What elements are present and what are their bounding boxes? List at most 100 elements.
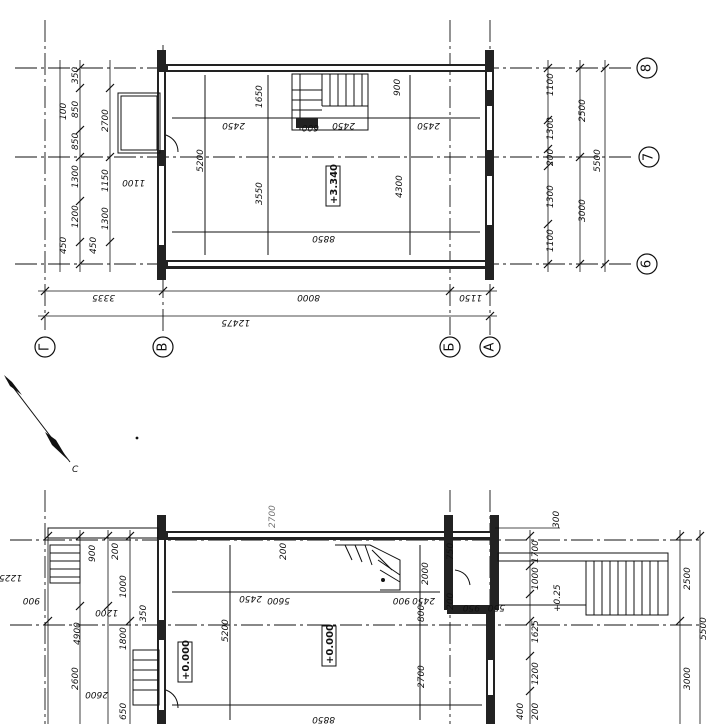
svg-text:750: 750 <box>446 543 456 560</box>
svg-text:1300: 1300 <box>71 165 81 188</box>
svg-text:2700: 2700 <box>268 505 278 528</box>
svg-text:+0.25: +0.25 <box>553 584 563 612</box>
svg-text:650: 650 <box>119 703 129 720</box>
svg-text:6: 6 <box>640 260 655 268</box>
dim-label: 900 <box>393 79 403 96</box>
svg-text:1150: 1150 <box>101 169 111 192</box>
upper-stair <box>291 73 369 131</box>
svg-text:200: 200 <box>279 543 289 560</box>
svg-text:950: 950 <box>463 602 480 612</box>
svg-text:С: С <box>72 465 79 475</box>
dim-label: 3550 <box>255 182 265 205</box>
axis-bubble-g: Г <box>34 336 56 358</box>
svg-text:5500: 5500 <box>699 617 709 640</box>
axis-bubble-b: Б <box>439 336 461 358</box>
svg-text:1800: 1800 <box>119 627 129 650</box>
svg-text:450: 450 <box>59 237 69 254</box>
upper-door-swing <box>165 134 179 153</box>
svg-text:5500: 5500 <box>593 149 603 172</box>
lower-level-mark-side: +0.000 <box>177 640 193 683</box>
lower-right-annex <box>454 552 669 616</box>
axis-bubble-a: А <box>479 336 501 358</box>
upper-left-dims: 350 850 100 850 1300 2700 1150 1200 1300… <box>59 60 145 272</box>
svg-text:200: 200 <box>531 703 541 720</box>
upper-floor-plan: +3.340 1650 2450 2450 2450 900 5200 3550… <box>15 20 660 358</box>
svg-text:900: 900 <box>23 595 40 605</box>
svg-text:1300: 1300 <box>546 117 556 140</box>
svg-text:450: 450 <box>89 237 99 254</box>
axis-bubble-8: 8 <box>636 57 658 79</box>
svg-text:1625: 1625 <box>531 620 541 643</box>
svg-text:200: 200 <box>111 543 121 560</box>
svg-text:900: 900 <box>393 595 410 605</box>
lower-door-swing <box>454 569 471 586</box>
lower-level-mark-main: +0.000 <box>321 624 337 667</box>
dim-label: 1650 <box>255 85 265 108</box>
dim-label: 2450 <box>332 120 355 130</box>
svg-text:+0.000: +0.000 <box>181 640 192 680</box>
svg-text:550: 550 <box>488 602 505 612</box>
upper-bottom-dims: 3335 8000 1150 12475 <box>38 286 497 327</box>
svg-text:8000: 8000 <box>297 292 320 302</box>
svg-text:1000: 1000 <box>119 575 129 598</box>
axis-bubble-7: 7 <box>638 146 660 168</box>
dim-label: 8850 <box>312 233 335 243</box>
svg-text:+0.000: +0.000 <box>325 624 336 664</box>
upper-balcony <box>117 92 161 154</box>
svg-text:1200: 1200 <box>71 205 81 228</box>
upper-right-dims: 1100 1300 200 1300 1100 2500 3000 5500 <box>543 60 610 272</box>
svg-text:5600: 5600 <box>267 595 290 605</box>
svg-text:1100: 1100 <box>122 177 145 187</box>
lower-stair <box>335 544 401 591</box>
svg-text:В: В <box>156 343 171 352</box>
svg-text:8850: 8850 <box>312 714 335 724</box>
svg-text:1100: 1100 <box>546 229 556 252</box>
dim-label: 5200 <box>196 149 206 172</box>
svg-text:1200: 1200 <box>531 662 541 685</box>
svg-text:+3.340: +3.340 <box>329 164 340 204</box>
svg-text:1100: 1100 <box>546 73 556 96</box>
svg-text:1200: 1200 <box>95 607 118 617</box>
lower-floor-plan: +0.000 +0.000 5600 900 2450 2450 2000 95… <box>0 490 709 724</box>
svg-text:2700: 2700 <box>101 109 111 132</box>
svg-text:3335: 3335 <box>92 292 115 302</box>
lower-top-dims: 300 2700 <box>268 505 562 529</box>
svg-text:850: 850 <box>71 101 81 118</box>
svg-text:3000: 3000 <box>578 199 588 222</box>
svg-text:2000: 2000 <box>421 562 431 585</box>
svg-text:2700: 2700 <box>417 665 427 688</box>
svg-text:350: 350 <box>71 67 81 84</box>
svg-text:200: 200 <box>546 149 556 166</box>
svg-text:350: 350 <box>139 605 149 622</box>
lower-left-dims: 1225 900 200 1000 4900 1800 2600 2600 12… <box>0 530 149 724</box>
svg-text:1300: 1300 <box>101 207 111 230</box>
svg-text:1300: 1300 <box>546 185 556 208</box>
dim-label: 4300 <box>395 175 405 198</box>
dim-label: 2450 <box>417 120 440 130</box>
axis-bubble-6: 6 <box>636 253 658 275</box>
svg-text:А: А <box>483 342 498 351</box>
svg-text:2500: 2500 <box>683 567 693 590</box>
svg-text:200: 200 <box>446 593 456 610</box>
svg-text:2450: 2450 <box>412 595 435 605</box>
svg-text:Б: Б <box>443 343 458 352</box>
svg-text:800: 800 <box>417 605 427 622</box>
svg-text:3000: 3000 <box>683 667 693 690</box>
svg-text:900: 900 <box>88 545 98 562</box>
svg-text:300: 300 <box>552 511 562 528</box>
svg-text:12475: 12475 <box>221 317 250 327</box>
svg-text:Г: Г <box>38 343 53 351</box>
upper-level-mark: +3.340 <box>325 164 341 207</box>
north-arrow: С <box>4 375 139 475</box>
svg-text:400: 400 <box>516 703 526 720</box>
dim-label: 2450 <box>222 120 245 130</box>
svg-text:2450: 2450 <box>239 593 262 603</box>
svg-text:4900: 4900 <box>73 622 83 645</box>
svg-text:1225: 1225 <box>0 572 22 582</box>
axis-bubble-v: В <box>152 336 174 358</box>
svg-text:850: 850 <box>71 133 81 150</box>
dim-label: 600 <box>302 122 319 132</box>
svg-text:1700: 1700 <box>531 540 541 563</box>
svg-text:1150: 1150 <box>459 292 482 302</box>
